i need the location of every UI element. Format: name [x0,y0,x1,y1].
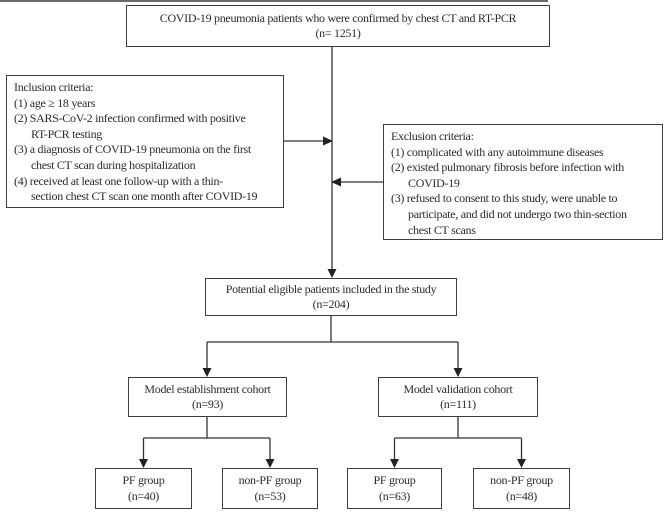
inclusion-item-2-cont: RT-PCR testing [31,126,102,141]
exclusion-item-3-cont: participate, and did not undergo two thi… [408,206,627,221]
arrowhead-nonpf-validation [517,459,526,468]
connector-establishment-split [142,417,271,460]
exclusion-criteria-box: Exclusion criteria: (1) complicated with… [383,124,663,240]
inclusion-item-4: (4) received at least one follow-up with… [14,173,223,188]
inclusion-title: Inclusion criteria: [14,80,94,94]
top-patients-count: (n= 1251) [315,26,361,40]
arrowhead-validation [453,368,463,377]
arrowhead-exclusion [331,177,341,187]
model-establishment-count: (n=93) [192,397,223,411]
eligible-patients-label: Potential eligible patients included in … [225,281,437,296]
nonpf-group-establishment-label: non-PF group [238,473,302,487]
inclusion-item-2: (2) SARS-CoV-2 infection confirmed with … [14,111,246,126]
exclusion-item-2-cont: COVID-19 [408,175,460,190]
top-patients-box: COVID-19 pneumonia patients who were con… [126,5,550,47]
exclusion-item-2: (2) existed pulmonary fibrosis before in… [391,160,625,175]
inclusion-criteria-box: Inclusion criteria: (1) age ≥ 18 years (… [6,75,284,208]
inclusion-item-3: (3) a diagnosis of COVID-19 pneumonia on… [14,142,251,157]
pf-group-validation-label: PF group [373,473,416,487]
nonpf-group-establishment-count: (n=53) [254,488,286,503]
nonpf-group-establishment-box: non-PF group (n=53) [222,468,318,509]
arrowhead-pf-validation [390,459,399,468]
exclusion-item-3: (3) refused to consent to this study, we… [391,191,618,206]
model-establishment-label: Model establishment cohort [144,381,271,396]
pf-group-establishment-label: PF group [122,473,165,487]
pf-group-validation-box: PF group (n=63) [347,468,442,509]
scan-edge-artifact-line [0,0,548,2]
eligible-patients-box: Potential eligible patients included in … [205,278,457,316]
eligible-patients-count: (n=204) [312,297,350,311]
model-establishment-cohort-box: Model establishment cohort (n=93) [128,377,287,417]
exclusion-title: Exclusion criteria: [391,129,474,143]
arrowhead-inclusion [323,136,333,146]
inclusion-item-1: (1) age ≥ 18 years [14,95,96,110]
connector-validation-split [393,417,523,460]
connector-eligible-split [206,316,459,370]
exclusion-item-1: (1) complicated with any autoimmune dise… [391,144,604,159]
inclusion-item-3-cont: chest CT scan during hospitalization [31,157,196,172]
inclusion-item-4-cont: section chest CT scan one month after CO… [31,189,258,204]
arrowhead-establishment [202,368,212,377]
top-patients-label: COVID-19 pneumonia patients who were con… [159,10,517,25]
exclusion-item-3-cont2: chest CT scans [408,222,476,237]
model-validation-count: (n=111) [440,397,476,411]
model-validation-cohort-box: Model validation cohort (n=111) [378,377,538,417]
arrowhead-pf-establishment [139,459,148,468]
nonpf-group-validation-count: (n=48) [506,488,537,503]
arrowhead-eligible [327,269,337,278]
nonpf-group-validation-box: non-PF group (n=48) [473,468,570,509]
pf-group-validation-count: (n=63) [379,488,410,503]
pf-group-establishment-box: PF group (n=40) [95,468,192,509]
arrowhead-nonpf-establishment [265,459,275,468]
pf-group-establishment-count: (n=40) [128,488,159,503]
model-validation-label: Model validation cohort [403,381,513,396]
nonpf-group-validation-label: non-PF group [490,473,553,487]
